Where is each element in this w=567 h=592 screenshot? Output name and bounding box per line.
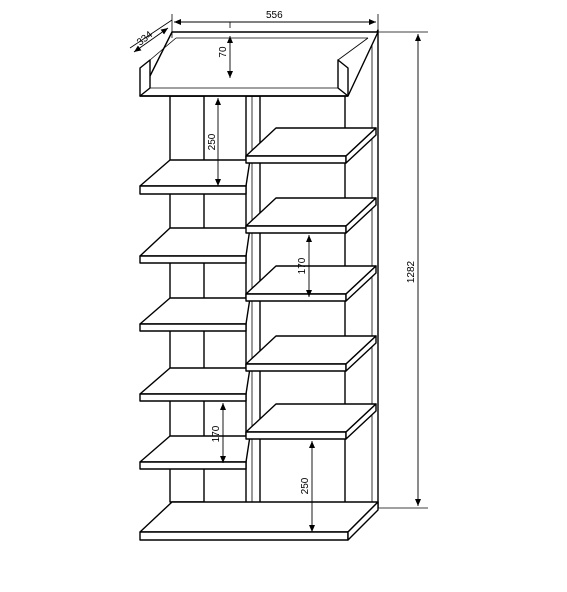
dimension-top-gap: 250 — [207, 98, 221, 186]
dimension-total-height: 1282 — [378, 31, 428, 509]
rail-height-label: 70 — [218, 46, 229, 58]
left-spacing-label: 170 — [211, 425, 222, 442]
dimension-width: 556 — [171, 10, 379, 32]
dimension-bottom-gap: 250 — [300, 441, 315, 532]
dimension-right-spacing: 170 — [297, 235, 312, 297]
right-spacing-label: 170 — [297, 257, 308, 274]
shelf-unit — [139, 29, 379, 541]
depth-label: 334 — [135, 29, 155, 48]
left-shelf-1 — [139, 159, 251, 187]
dimension-rail-height: 70 — [218, 36, 233, 78]
width-label: 556 — [266, 10, 283, 21]
base-plate — [139, 501, 379, 541]
top-tray — [139, 31, 379, 97]
right-shelves — [245, 127, 377, 440]
left-shelf-3 — [139, 297, 251, 325]
top-gap-label: 250 — [207, 133, 218, 150]
left-shelf-2 — [139, 227, 251, 257]
total-height-label: 1282 — [406, 260, 417, 283]
dimension-left-spacing: 170 — [211, 403, 226, 463]
left-shelf-5 — [139, 435, 251, 463]
left-shelf-4 — [139, 367, 251, 395]
bottom-gap-label: 250 — [300, 477, 311, 494]
